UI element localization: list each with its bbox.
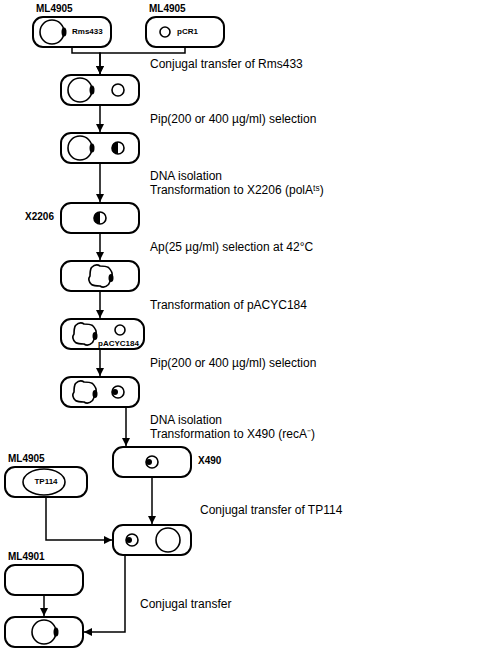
step-label: DNA isolation (150, 169, 222, 183)
cell-box: ML4905Rms433 (32, 16, 112, 48)
connector (46, 498, 112, 540)
connector (72, 48, 100, 74)
strain-name: ML4905 (36, 3, 73, 15)
step-label: Conjugal transfer of Rms433 (150, 57, 303, 71)
connector (43, 596, 45, 616)
connector (99, 164, 101, 202)
plasmid-name: TP114 (6, 477, 86, 486)
strain-name: ML4901 (8, 551, 45, 563)
step-label: Transformation to X2206 (polAᵗˢ) (150, 183, 324, 197)
step-label: Conjugal transfer of TP114 (200, 503, 342, 517)
cell-box: X2206 (60, 202, 140, 234)
cell-box (4, 616, 84, 648)
cell-box (60, 376, 140, 408)
strain-name: X2206 (25, 211, 54, 223)
plasmid-name: Rms433 (72, 27, 103, 36)
cell-box: ML4905TP114 (4, 466, 88, 498)
plasmid-name: pCR1 (177, 27, 198, 36)
cell-box: ML4901 (4, 564, 84, 596)
connector (84, 556, 125, 632)
plasmid-name: pACYC184 (98, 339, 139, 348)
step-label: Conjugal transfer (140, 597, 231, 611)
strain-name: X490 (198, 455, 221, 467)
step-label: Ap(25 µg/ml) selection at 42°C (150, 240, 313, 254)
cell-box: X490 (112, 446, 192, 478)
cell-box: ML4905pCR1 (145, 16, 225, 48)
strain-name: ML4905 (149, 3, 186, 15)
connector (125, 408, 127, 446)
cell-box (60, 132, 140, 164)
cell-box (60, 260, 140, 292)
strain-name: ML4905 (8, 453, 45, 465)
step-label: Pip(200 or 400 µg/ml) selection (150, 112, 316, 126)
step-label: Transformation of pACYC184 (150, 298, 307, 312)
connector (99, 234, 101, 260)
connector (99, 350, 101, 376)
cell-box (112, 524, 192, 556)
connector (99, 106, 101, 132)
connector (151, 478, 153, 524)
cell-box (60, 74, 140, 106)
cell-box: pACYC184 (60, 318, 145, 350)
step-label: Transformation to X490 (recA⁻) (150, 427, 315, 441)
connector (99, 292, 101, 318)
step-label: Pip(200 or 400 µg/ml) selection (150, 356, 316, 370)
step-label: DNA isolation (150, 413, 222, 427)
